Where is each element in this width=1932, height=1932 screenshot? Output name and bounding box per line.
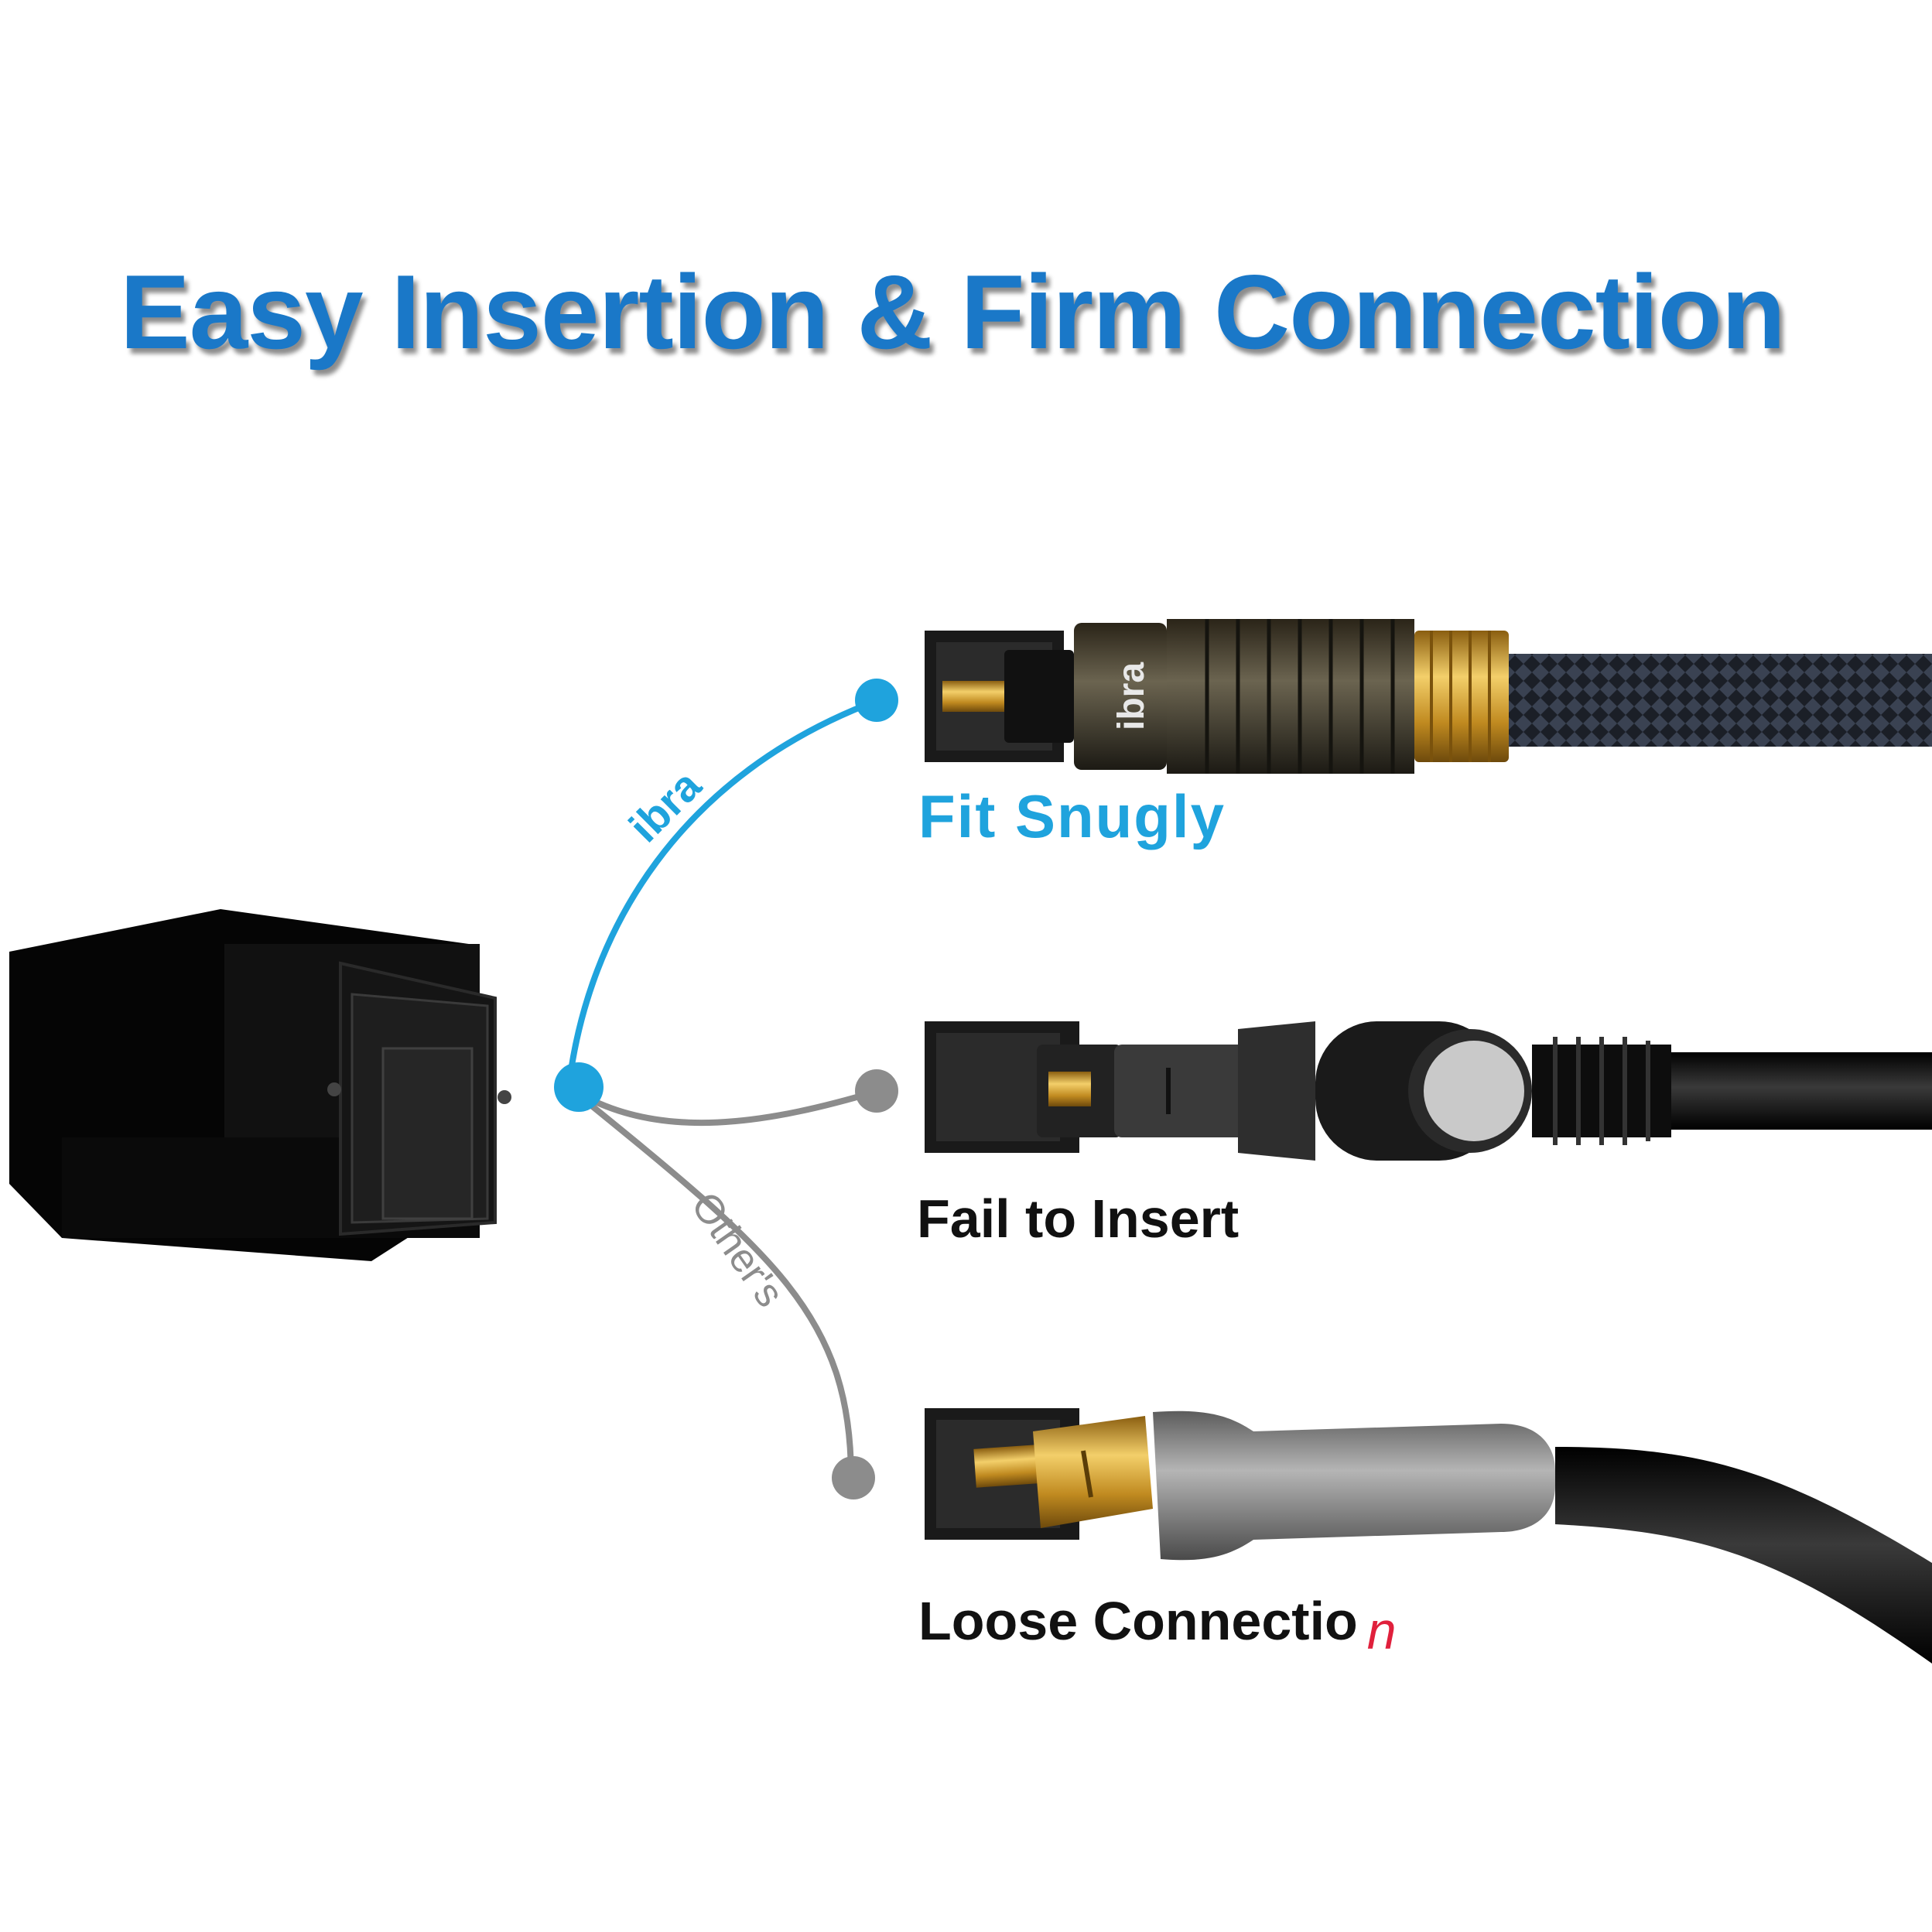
origin-node	[554, 1062, 604, 1112]
optical-port	[9, 909, 511, 1261]
caption-fail-to-insert: Fail to Insert	[917, 1188, 1240, 1249]
fail-node	[855, 1069, 898, 1113]
caption-fit-snugly: Fit Snugly	[918, 782, 1226, 850]
headline: Easy Insertion & Firm Connection	[120, 253, 1786, 371]
plug-brand-text: ibra	[1111, 662, 1152, 730]
plug-fail-to-insert	[925, 1021, 1932, 1161]
plug-loose-connection	[925, 1408, 1932, 1664]
caption-loose-main: Loose Connectio	[918, 1591, 1358, 1651]
plug-fit-snugly: ibra	[925, 619, 1932, 774]
caption-loose-last-letter: n	[1366, 1602, 1397, 1660]
fit-node	[855, 679, 898, 722]
loose-node	[832, 1456, 875, 1499]
branch-lines	[554, 679, 898, 1499]
